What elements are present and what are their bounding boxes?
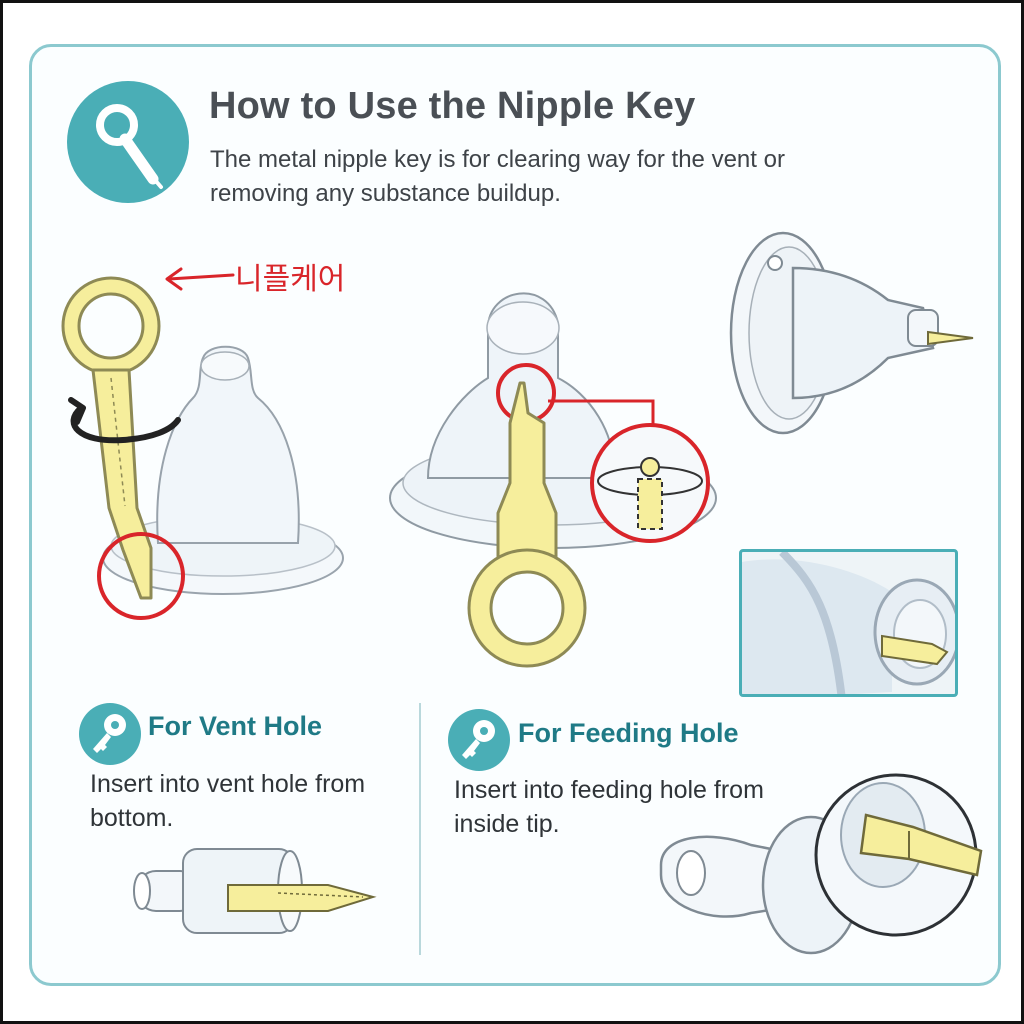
page-title: How to Use the Nipple Key — [209, 85, 696, 127]
vent-hole-instructions: Insert into vent hole from bottom. — [90, 770, 366, 832]
closeup-drawing — [742, 552, 955, 694]
center-illustration — [389, 292, 717, 668]
key-glyph — [462, 720, 495, 759]
vent-hole-highlight — [97, 532, 185, 620]
page-subtitle: The metal nipple key is for clearing way… — [210, 146, 785, 207]
nipple-key — [61, 276, 161, 600]
nipple-key-center — [467, 381, 587, 668]
vent-hole-detail-illustration — [133, 848, 377, 934]
side-view-illustration — [729, 231, 974, 435]
section-divider — [419, 703, 421, 955]
closeup-inset — [739, 549, 958, 697]
key-icon — [79, 703, 141, 765]
key-annotation-label: 니플케어 — [235, 262, 346, 297]
feeding-hole-instructions: Insert into feeding hole from inside tip… — [454, 776, 764, 838]
annotation-arrow — [165, 267, 235, 291]
key-glyph — [96, 104, 163, 189]
feeding-hole-detail-illustration — [659, 773, 983, 955]
vent-hole-illustration — [61, 276, 344, 620]
key-icon — [67, 81, 189, 203]
rotate-arrow-icon — [68, 397, 181, 444]
vent-hole-title: For Vent Hole — [148, 711, 323, 741]
key-glyph — [93, 714, 126, 753]
feeding-hole-title: For Feeding Hole — [518, 718, 739, 748]
key-icon — [448, 709, 510, 771]
magnified-view — [590, 423, 710, 543]
